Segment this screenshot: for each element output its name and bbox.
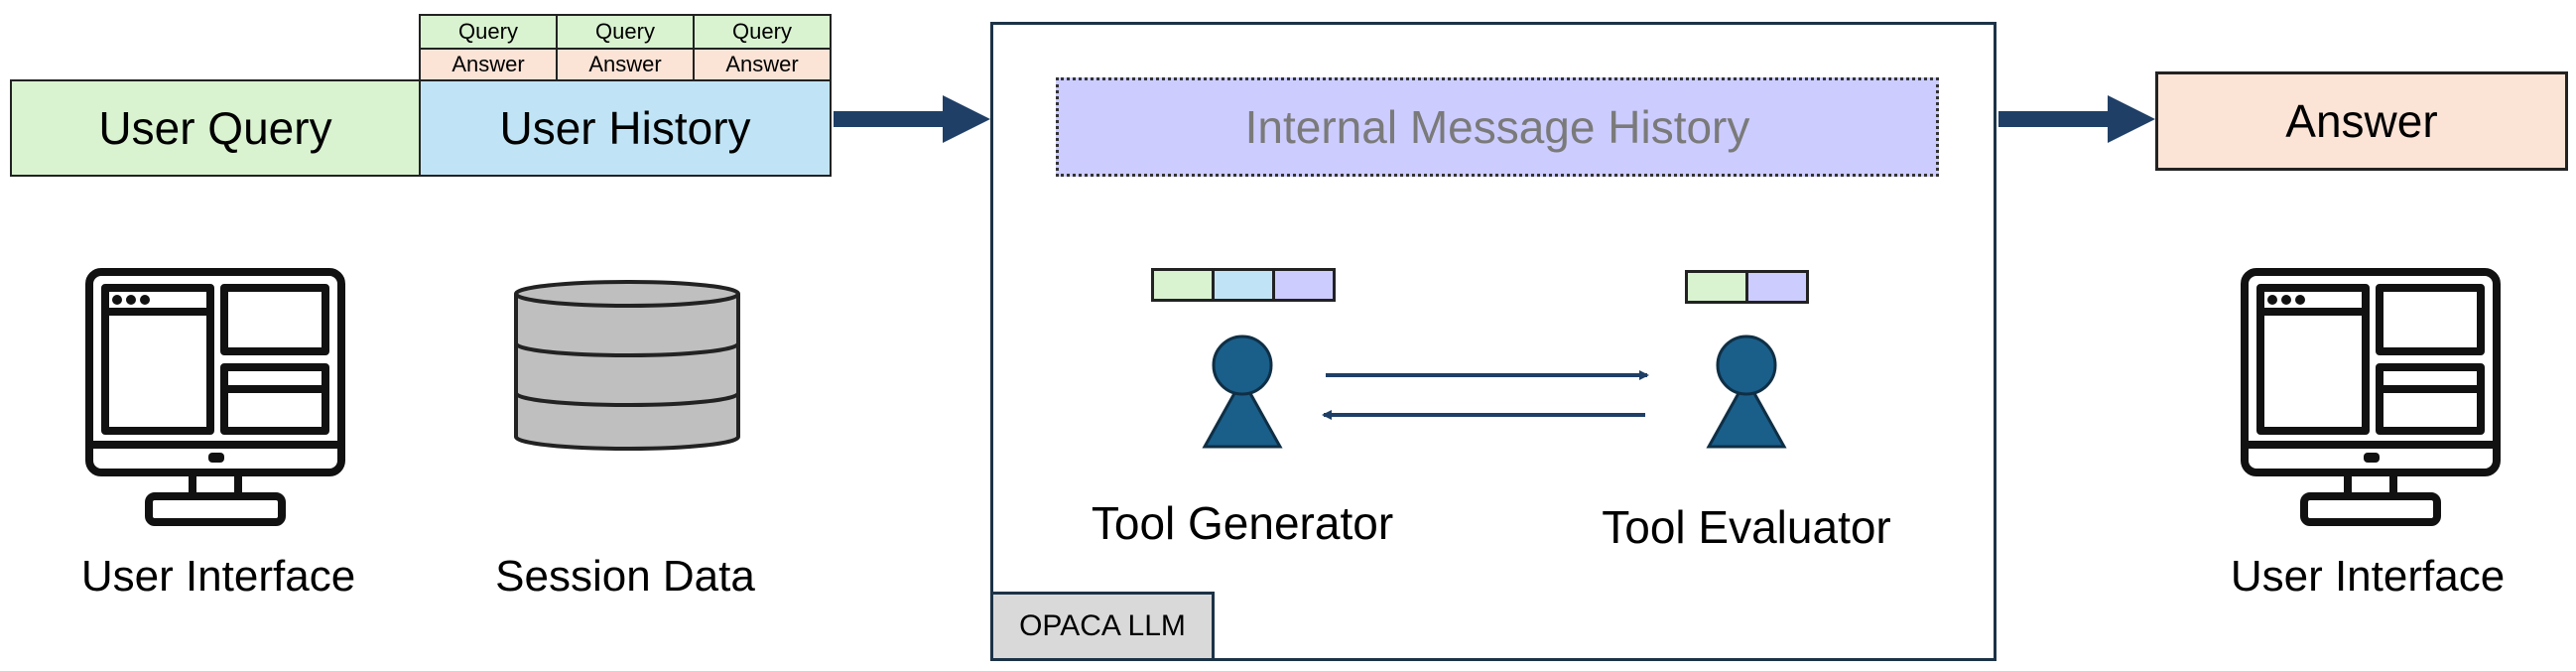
user-query-box: User Query (10, 79, 421, 177)
tool-generator-label: Tool Generator (1091, 497, 1394, 549)
monitor-dots-right (2267, 295, 2380, 463)
session-data-label: Session Data (495, 552, 755, 601)
tool-evaluator-agent-icon (1706, 335, 1787, 449)
history-answer-2: Answer (556, 48, 695, 81)
monitor-dots-left (112, 295, 224, 463)
generator-context-history (1212, 268, 1275, 302)
llm-to-answer-arrow (1998, 95, 2155, 143)
user-interface-label-right: User Interface (2230, 552, 2506, 601)
tool-generator-agent-icon (1202, 335, 1283, 449)
session-data-database-icon (514, 280, 740, 451)
opaca-llm-label: OPACA LLM (990, 592, 1215, 661)
user-history-box: User History (419, 79, 832, 177)
user-interface-label-left: User Interface (80, 552, 356, 601)
history-answer-3: Answer (693, 48, 832, 81)
internal-message-history: Internal Message History (1056, 77, 1939, 177)
tool-evaluator-label: Tool Evaluator (1602, 501, 1891, 553)
answer-box: Answer (2155, 71, 2568, 171)
monitor-icon-left (85, 268, 345, 526)
evaluator-context-internal (1745, 270, 1809, 304)
monitor-icon-right (2241, 268, 2501, 526)
opaca-llm-container (990, 22, 1996, 661)
history-answer-1: Answer (419, 48, 558, 81)
history-query-1: Query (419, 14, 558, 50)
history-query-3: Query (693, 14, 832, 50)
input-to-llm-arrow (834, 95, 990, 143)
generator-context-internal (1272, 268, 1336, 302)
evaluator-context-query (1685, 270, 1748, 304)
